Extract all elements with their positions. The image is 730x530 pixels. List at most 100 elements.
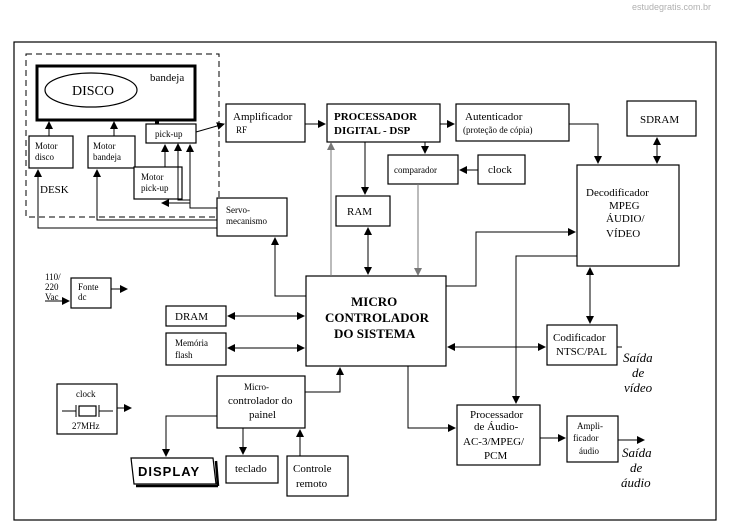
memoria-label-1: Memória <box>175 338 208 348</box>
decod-label-1: Decodificador <box>586 187 649 199</box>
decodificador-box <box>576 164 680 267</box>
crystal-body <box>78 405 97 417</box>
display-shadow-right <box>214 460 220 487</box>
clock-top-label: clock <box>488 164 512 176</box>
autenticador-label-1: Autenticador <box>465 111 523 123</box>
painel-label-1: Micro- <box>244 382 269 392</box>
edge-painel-micro <box>305 367 344 393</box>
edge-autenticador-decodificador <box>569 123 602 164</box>
micro-label-3: DO SISTEMA <box>334 326 416 341</box>
edge-servo-pickup-2 <box>174 143 190 201</box>
fonte-label-2: dc <box>78 292 87 302</box>
dsp-label-1: PROCESSADOR <box>334 111 418 123</box>
servo-box <box>216 197 288 237</box>
micro-label-2: CONTROLADOR <box>325 310 430 325</box>
amp-audio-box <box>566 415 619 463</box>
proc-audio-label-4: PCM <box>484 450 507 462</box>
saida-video-label-2: de <box>632 365 645 380</box>
servo-label-1: Servo- <box>226 205 250 215</box>
tensao-label-1: 110/ <box>45 272 61 282</box>
edge-painel-display <box>162 415 217 457</box>
controle-label-2: remoto <box>296 478 328 490</box>
saida-video-label-1: Saída <box>623 350 653 365</box>
motor-pickup-label-2: pick-up <box>141 183 169 193</box>
pickup-lens <box>155 119 159 124</box>
proc-audio-label-2: de Áudio- <box>474 421 519 433</box>
sdram-box <box>626 100 697 137</box>
memoria-box <box>165 332 227 366</box>
motor-disco-label-1: Motor <box>35 141 58 151</box>
dram-box <box>165 305 227 327</box>
disco-ellipse <box>44 72 138 108</box>
ampaudio-label-1: Ampli- <box>577 421 603 431</box>
amplificador-rf-box <box>225 103 306 143</box>
edge-comparador-micro-head <box>414 268 422 276</box>
tensao-label-2: 220 <box>45 282 59 292</box>
comparador-box <box>387 154 459 185</box>
dram-label: DRAM <box>175 311 208 323</box>
teclado-box <box>225 455 279 484</box>
edge-servo-pickup <box>186 144 217 209</box>
codificador-label-2: NTSC/PAL <box>556 346 607 358</box>
proc-audio-label-3: AC-3/MPEG/ <box>463 436 525 448</box>
edge-decodificador-procaudio <box>512 255 577 404</box>
dsp-box <box>326 103 441 143</box>
edge-micro-servo <box>271 237 306 297</box>
desk-group <box>25 53 220 218</box>
edge-servo-motor-bandeja <box>93 169 217 221</box>
amplificador-label-2: RF <box>236 125 247 135</box>
saida-audio-label-2: de <box>630 460 643 475</box>
motor-disco-box <box>28 135 74 169</box>
controle-label-1: Controle <box>293 463 332 475</box>
ram-box <box>335 195 391 227</box>
micro-controlador-box <box>305 275 447 367</box>
codificador-box <box>546 324 618 366</box>
saida-audio-label-1: Saída <box>622 445 652 460</box>
sdram-label: SDRAM <box>640 114 679 126</box>
memoria-label-2: flash <box>175 350 193 360</box>
watermark: estudegratis.com.br <box>632 2 711 12</box>
autenticador-label-2: (proteção de cópia) <box>463 125 532 135</box>
edge-servo-motor-disco <box>34 169 217 229</box>
ampaudio-label-2: ficador <box>573 433 598 443</box>
proc-audio-label-1: Processador <box>470 409 523 421</box>
clock-top-box <box>477 154 526 185</box>
edge-micro-dsp-head <box>327 142 335 150</box>
clock-osc-label: clock <box>76 389 96 399</box>
edge-micro-procaudio <box>407 366 456 432</box>
desk-label: DESK <box>40 184 69 196</box>
autenticador-box <box>455 103 570 142</box>
codificador-label-1: Codificador <box>553 332 606 344</box>
decod-label-4: VÍDEO <box>606 228 640 240</box>
saida-video-label-3: vídeo <box>624 380 653 395</box>
motor-disco-label-2: disco <box>35 152 54 162</box>
pickup-box <box>145 123 197 144</box>
motor-pickup-box <box>133 166 183 200</box>
display-label: DISPLAY <box>138 464 200 479</box>
motor-bandeja-label-1: Motor <box>93 141 116 151</box>
fonte-label-1: Fonte <box>78 282 99 292</box>
motor-bandeja-box <box>87 135 136 169</box>
teclado-label: teclado <box>235 463 267 475</box>
fonte-box <box>70 277 112 309</box>
servo-label-2: mecanismo <box>226 216 267 226</box>
controle-remoto-box <box>286 455 349 497</box>
bandeja-label: bandeja <box>150 72 184 84</box>
painel-label-3: painel <box>249 409 276 421</box>
motor-pickup-label-1: Motor <box>141 172 164 182</box>
comparador-label: comparador <box>394 165 437 175</box>
disco-label: DISCO <box>72 84 114 99</box>
decod-label-2: MPEG <box>609 200 640 212</box>
painel-box <box>216 375 306 429</box>
freq-label: 27MHz <box>72 421 100 431</box>
outer-frame <box>13 41 717 521</box>
saida-audio-label-3: áudio <box>621 475 651 490</box>
edge-pickup-amplificador <box>195 122 225 133</box>
display-box <box>130 457 217 485</box>
ram-label: RAM <box>347 206 372 218</box>
amplificador-label-1: Amplificador <box>233 111 293 123</box>
micro-label-1: MICRO <box>351 294 397 309</box>
pickup-label: pick-up <box>155 129 183 139</box>
tensao-label-3: Vac <box>45 292 59 302</box>
